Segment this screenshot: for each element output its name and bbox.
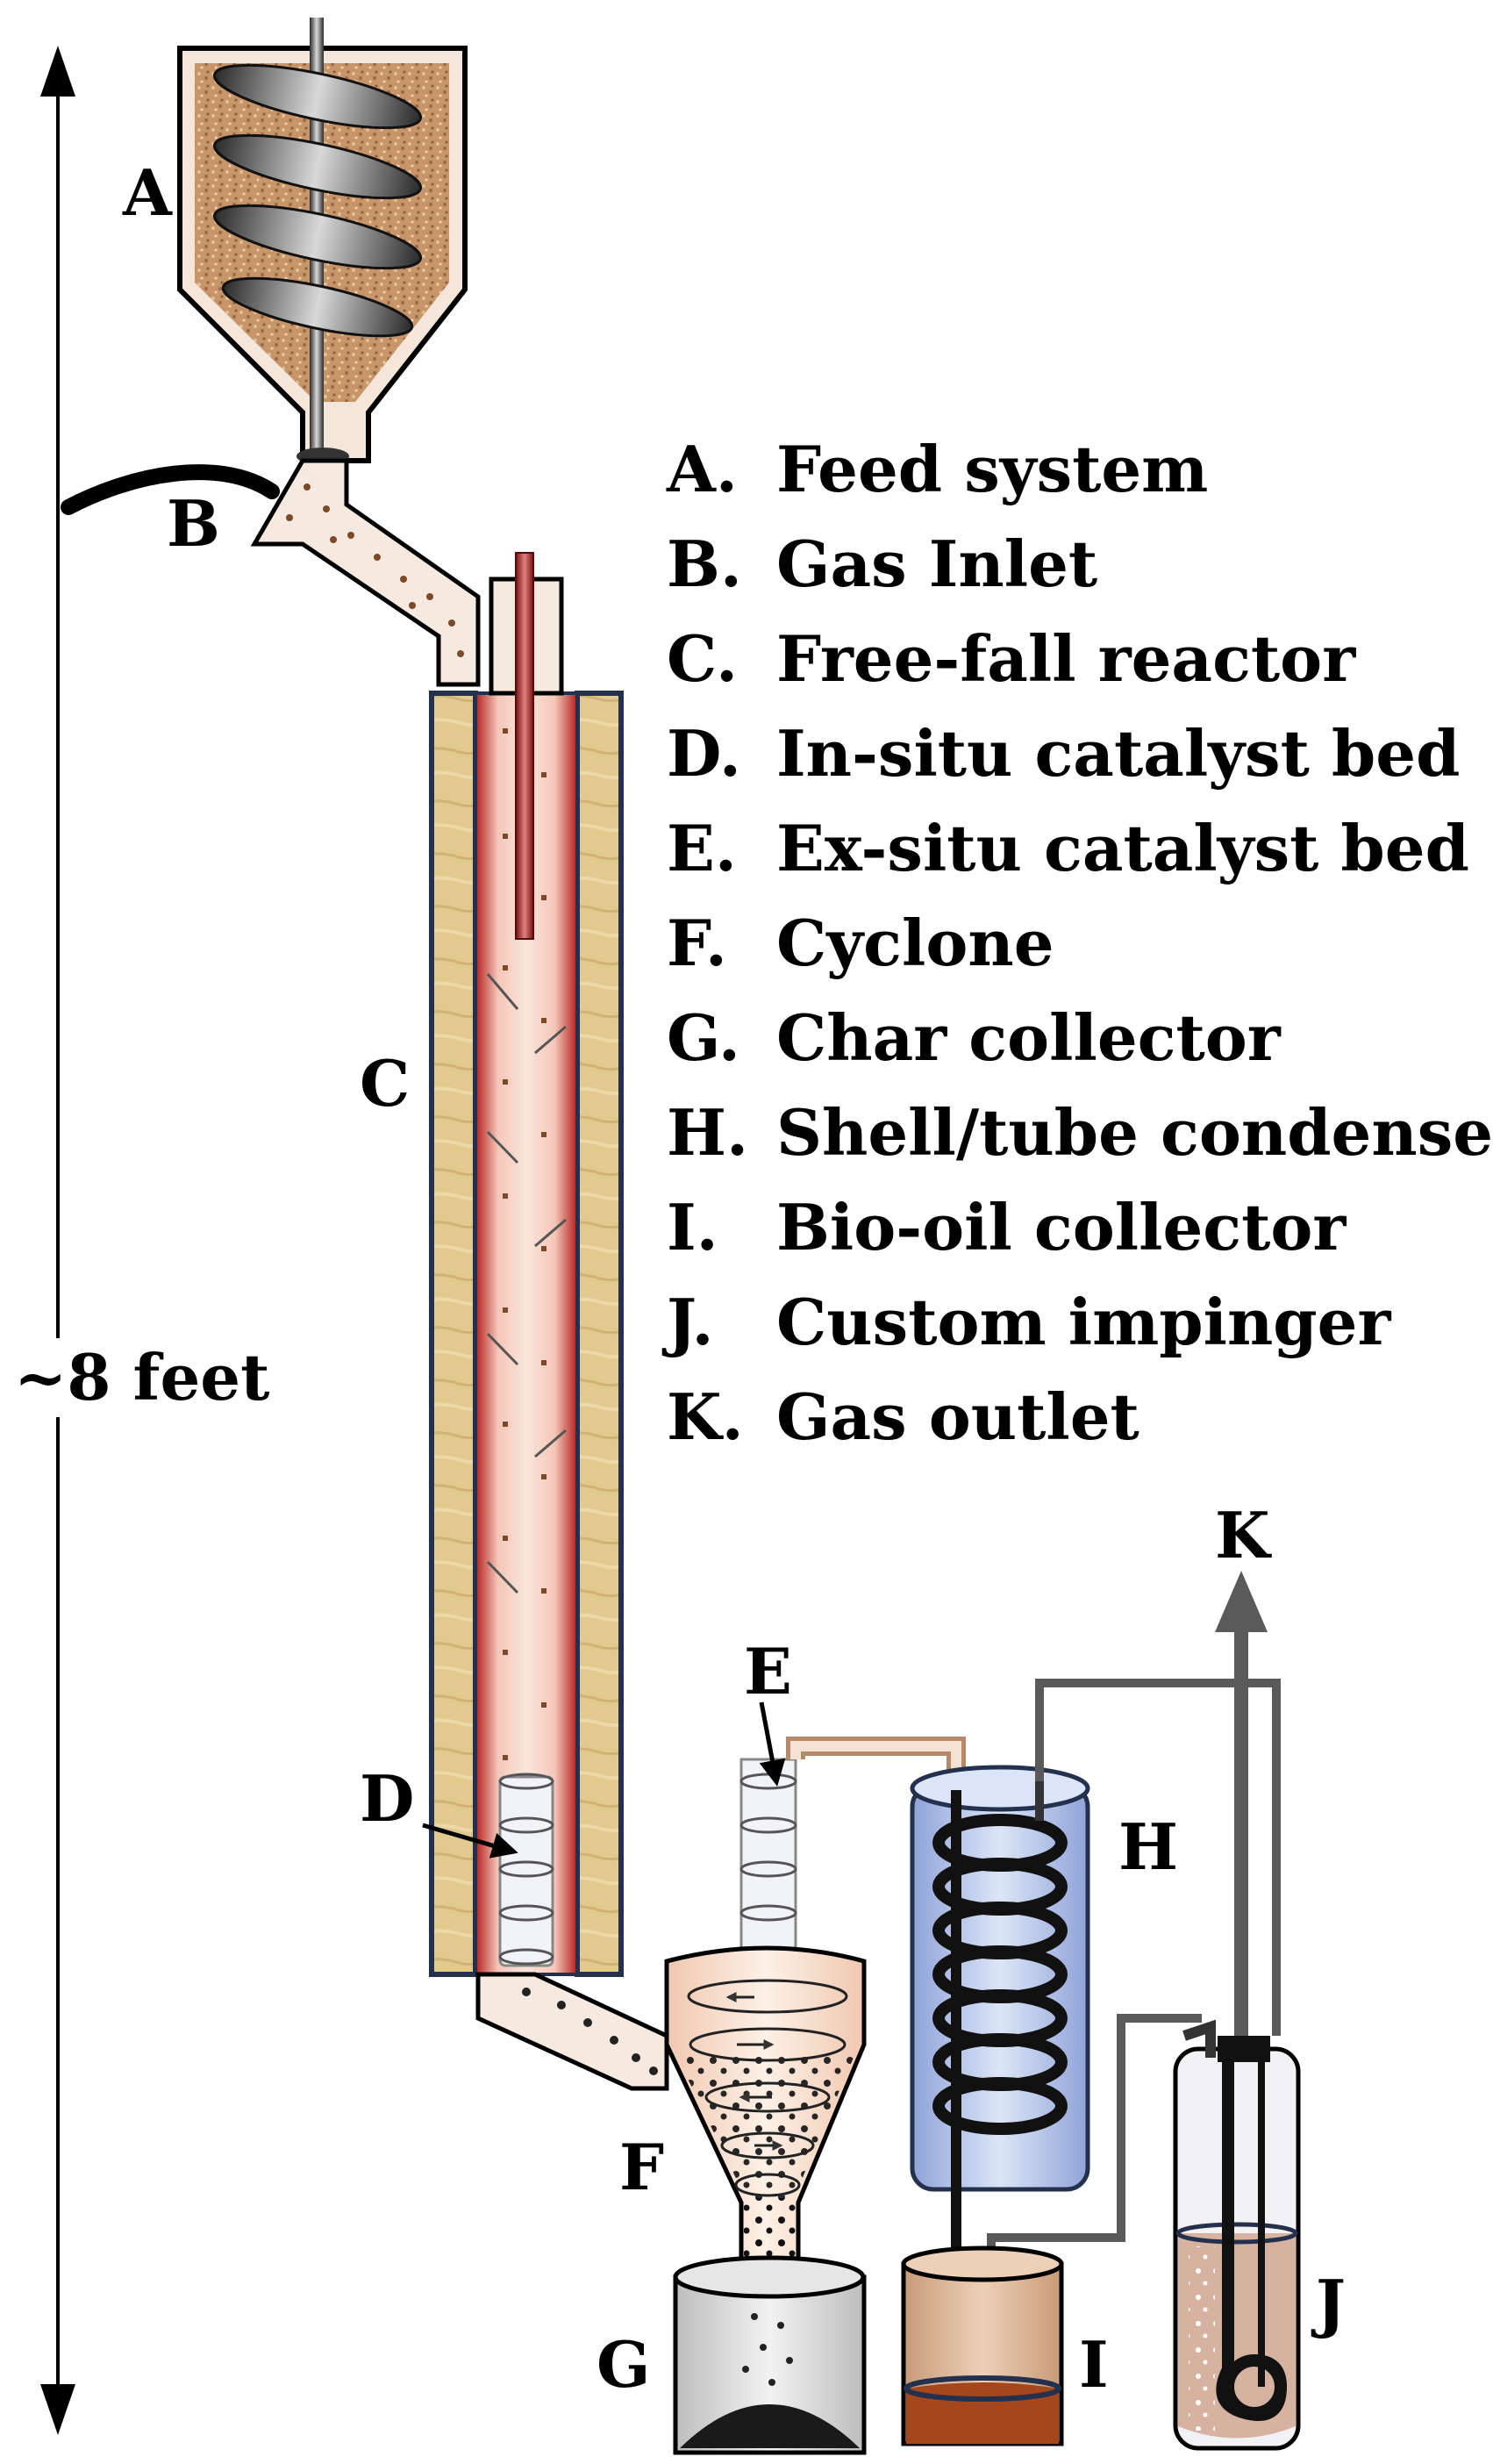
feed-tube [250,458,481,687]
svg-text:Char collector: Char collector [776,1000,1282,1075]
label-f: F [619,2130,664,2204]
custom-impinger: J [1173,2019,1346,2451]
reactor-insulation-left [429,691,478,1977]
ex-situ-catalyst-bed: E [739,1634,966,1950]
svg-text:Feed system: Feed system [776,432,1208,506]
label-h: H [1118,1809,1178,1884]
svg-text:A.: A. [666,432,738,506]
svg-text:B.: B. [667,526,742,601]
gas-outlet-arrow-icon [1215,1571,1268,1632]
legend-item: I. Bio-oil collector [667,1190,1347,1264]
legend-item: B. Gas Inlet [667,526,1097,601]
bio-oil-collector: I [901,2246,1109,2446]
svg-text:Shell/tube condenser: Shell/tube condenser [776,1095,1493,1170]
label-g: G [596,2327,651,2402]
svg-text:C.: C. [667,621,738,696]
screw-auger-icon [212,63,423,338]
svg-text:H.: H. [667,1095,748,1170]
legend-item: D. In-situ catalyst bed [667,716,1460,791]
svg-text:Cyclone: Cyclone [776,906,1054,980]
svg-text:Bio-oil collector: Bio-oil collector [776,1190,1347,1264]
svg-text:D.: D. [667,716,741,791]
injection-rod [515,552,534,940]
feed-system: A [122,18,468,465]
legend-item: K. Gas outlet [667,1379,1139,1454]
gas-outlet: K [1215,1498,1272,2036]
svg-text:Custom impinger: Custom impinger [776,1285,1391,1359]
legend-item: C. Free-fall reactor [667,621,1356,696]
label-b: B [167,486,220,561]
bio-oil-liquid [906,2382,1059,2444]
label-c: C [360,1046,410,1121]
legend-item: J. Custom impinger [661,1285,1391,1359]
height-scale: ~8 feet [7,46,269,2435]
label-d: D [360,1761,414,1836]
legend-item: E. Ex-situ catalyst bed [667,811,1469,885]
legend-item: F. Cyclone [667,906,1054,980]
reactor-particles [503,728,546,1795]
svg-text:Free-fall reactor: Free-fall reactor [776,621,1356,696]
legend-item: A. Feed system [666,432,1208,506]
svg-text:Ex-situ catalyst bed: Ex-situ catalyst bed [776,811,1469,885]
reactor-insulation-right [575,691,624,1977]
in-situ-catalyst-bed: D [360,1761,554,1967]
label-a: A [122,155,173,230]
height-arrow-top-icon [40,46,75,97]
svg-text:J.: J. [661,1285,714,1359]
label-j: J [1311,2266,1346,2340]
svg-text:F.: F. [667,906,727,980]
svg-text:E.: E. [667,811,737,885]
transfer-line [475,1972,669,2091]
cyclone-swirl-icon [687,1979,848,2197]
free-fall-reactor: C [360,552,624,1977]
gas-hose [61,464,280,515]
svg-text:Gas Inlet: Gas Inlet [776,526,1097,601]
svg-text:In-situ catalyst bed: In-situ catalyst bed [776,716,1460,791]
svg-text:Gas outlet: Gas outlet [776,1379,1139,1454]
char-collector: G [596,2255,867,2455]
gas-inlet: B [61,458,481,687]
height-label: ~8 feet [14,1340,269,1415]
label-d-arrow [422,1823,518,1859]
label-i: I [1079,2327,1109,2402]
char-pile [680,2404,860,2448]
legend-item: H. Shell/tube condenser [667,1095,1493,1170]
condenser-coil-icon [932,1814,1068,2135]
label-e-arrow [759,1701,786,1787]
height-arrow-bottom-icon [40,2384,75,2435]
svg-text:I.: I. [667,1190,718,1264]
label-e: E [744,1634,792,1708]
cyclone: F [619,1945,867,2289]
svg-text:G.: G. [667,1000,740,1075]
legend: A. Feed system B. Gas Inlet C. Free-fall… [661,432,1493,1454]
svg-text:K.: K. [667,1379,744,1454]
label-k: K [1215,1498,1272,1572]
legend-item: G. Char collector [667,1000,1282,1075]
